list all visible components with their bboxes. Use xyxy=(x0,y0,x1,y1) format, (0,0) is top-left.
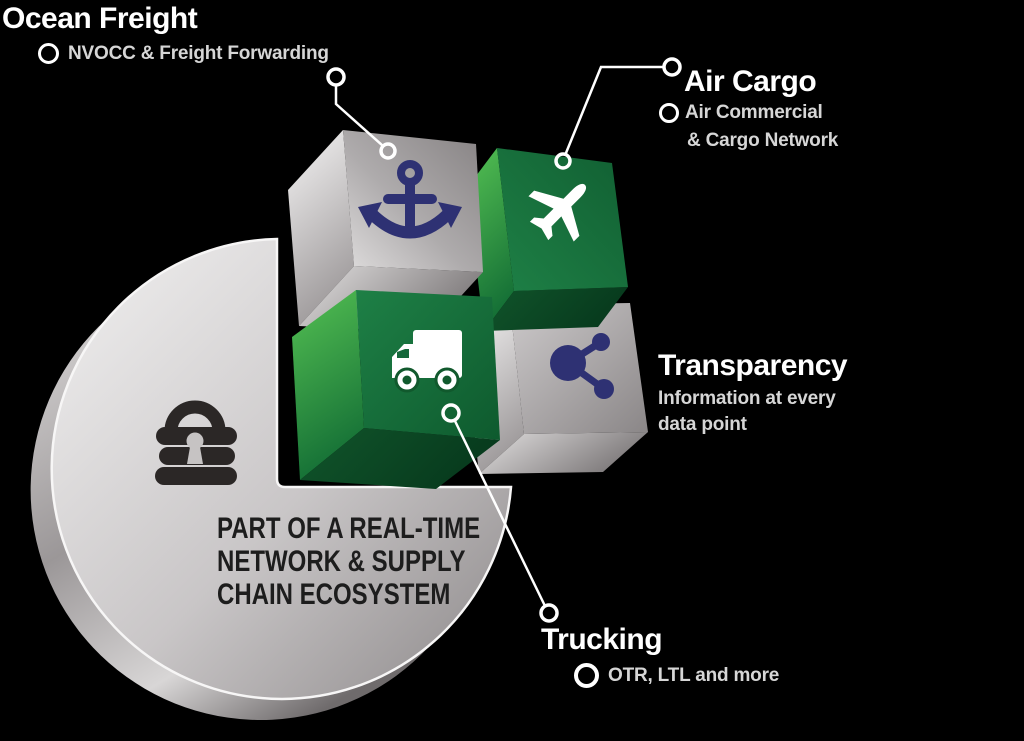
transparency-title: Transparency xyxy=(658,349,848,382)
air-cube xyxy=(467,148,628,331)
ocean-freight-title: Ocean Freight xyxy=(2,2,198,35)
trucking-subtitle: OTR, LTL and more xyxy=(608,665,780,686)
air-cargo-bullet-icon xyxy=(659,103,679,123)
truck-icon xyxy=(392,330,462,393)
lock-icon xyxy=(155,400,237,485)
disc xyxy=(30,237,513,720)
air-cargo-subtitle-line1: Air Commercial xyxy=(685,102,823,123)
anchor-icon xyxy=(358,160,462,239)
transparency-subtitle-line1: Information at every xyxy=(658,388,836,409)
air-cargo-subtitle-line2: & Cargo Network xyxy=(687,130,839,151)
truck-cube-left-face xyxy=(292,290,364,480)
transparency-subtitle-line2: data point xyxy=(658,414,747,435)
air-connector xyxy=(554,57,682,170)
airplane-icon xyxy=(528,183,587,242)
truck-cube-bottom-face xyxy=(300,428,500,489)
share-cube-bottom-face xyxy=(479,432,648,474)
ocean-bullet-icon xyxy=(38,43,59,64)
ocean-freight-subtitle: NVOCC & Freight Forwarding xyxy=(68,43,329,64)
trucking-bullet-icon xyxy=(574,663,599,688)
air-cargo-title: Air Cargo xyxy=(684,65,817,98)
disc-face xyxy=(50,237,513,701)
trucking-title: Trucking xyxy=(541,623,663,656)
ocean-cube xyxy=(288,130,483,332)
air-cube-front-face xyxy=(497,148,628,291)
disc-text-line3: CHAIN ECOSYSTEM xyxy=(217,578,451,611)
air-cube-left-face xyxy=(467,148,514,331)
air-cube-bottom-face xyxy=(484,287,628,331)
ocean-connector xyxy=(326,67,397,160)
truck-cube xyxy=(292,290,500,489)
disc-text-line2: NETWORK & SUPPLY xyxy=(217,545,466,578)
share-network-icon xyxy=(550,333,614,399)
disc-text-line1: PART OF A REAL-TIME xyxy=(217,512,481,545)
trucking-connector xyxy=(441,403,559,623)
connectors xyxy=(326,57,682,623)
ocean-cube-left-face xyxy=(288,130,354,326)
